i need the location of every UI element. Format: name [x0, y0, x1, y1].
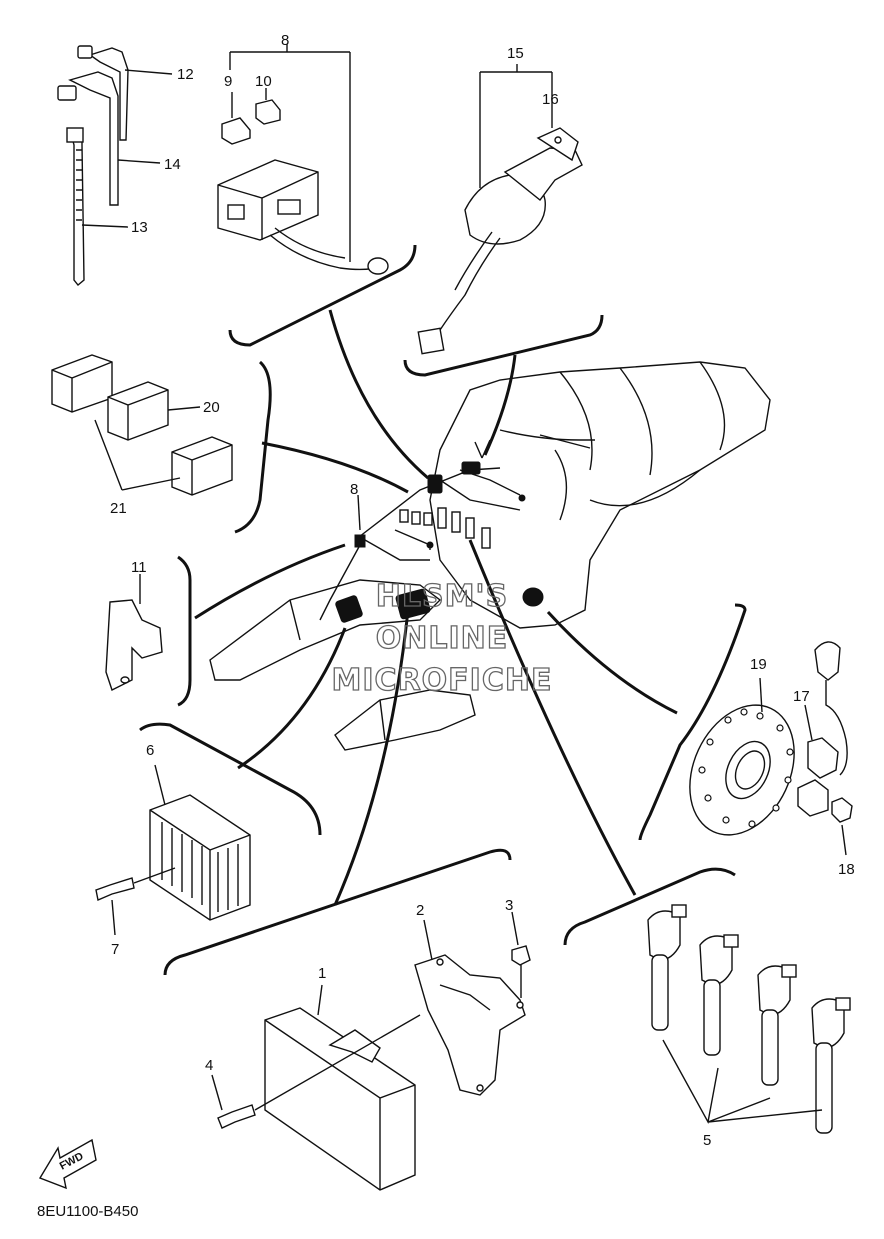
diagram-code: 8EU1100-B450 — [37, 1203, 138, 1220]
part-switch — [417, 64, 583, 355]
callout-10: 10 — [255, 73, 272, 90]
callout-19: 19 — [750, 656, 767, 673]
callout-7: 7 — [111, 941, 119, 958]
watermark: HLSM'S ONLINE MICROFICHE — [331, 578, 553, 698]
callout-5: 5 — [703, 1132, 711, 1149]
callout-13: 13 — [131, 219, 148, 236]
part-relays — [51, 354, 233, 496]
part-ignition-coils — [647, 904, 851, 1134]
leader-8-center — [357, 494, 361, 531]
callout-17: 17 — [793, 688, 810, 705]
callout-11: 11 — [131, 559, 147, 576]
part-ecu — [211, 911, 531, 1191]
fwd-arrow: FWD — [38, 1138, 97, 1190]
callout-12: 12 — [177, 66, 194, 83]
callout-16: 16 — [542, 91, 559, 108]
leader-lines — [194, 309, 678, 906]
callout-14: 14 — [164, 156, 181, 173]
fwd-arrow-icon — [38, 1138, 97, 1190]
part-11-bracket — [105, 574, 163, 691]
part-sensor-rotor — [689, 641, 853, 856]
callout-20: 20 — [203, 399, 220, 416]
callout-18: 18 — [838, 861, 855, 878]
callout-labels: 1 2 3 4 5 6 7 8 9 10 11 12 13 14 15 16 1… — [110, 32, 855, 1149]
part-fuse-box — [217, 44, 389, 275]
callout-15: 15 — [507, 45, 524, 62]
group-brackets — [139, 244, 747, 976]
watermark-line-2: ONLINE — [376, 621, 509, 656]
callout-1: 1 — [318, 965, 326, 982]
watermark-line-1: HLSM'S — [376, 579, 508, 614]
callout-8-center: 8 — [350, 481, 358, 498]
callout-3: 3 — [505, 897, 513, 914]
frame-assembly — [209, 361, 771, 751]
callout-2: 2 — [416, 902, 424, 919]
callout-8: 8 — [281, 32, 289, 49]
part-rectifier — [95, 764, 251, 936]
part-cable-ties — [57, 45, 173, 286]
callout-4: 4 — [205, 1057, 213, 1074]
callout-6: 6 — [146, 742, 154, 759]
callout-21: 21 — [110, 500, 127, 517]
watermark-line-3: MICROFICHE — [332, 663, 553, 698]
callout-9: 9 — [224, 73, 232, 90]
